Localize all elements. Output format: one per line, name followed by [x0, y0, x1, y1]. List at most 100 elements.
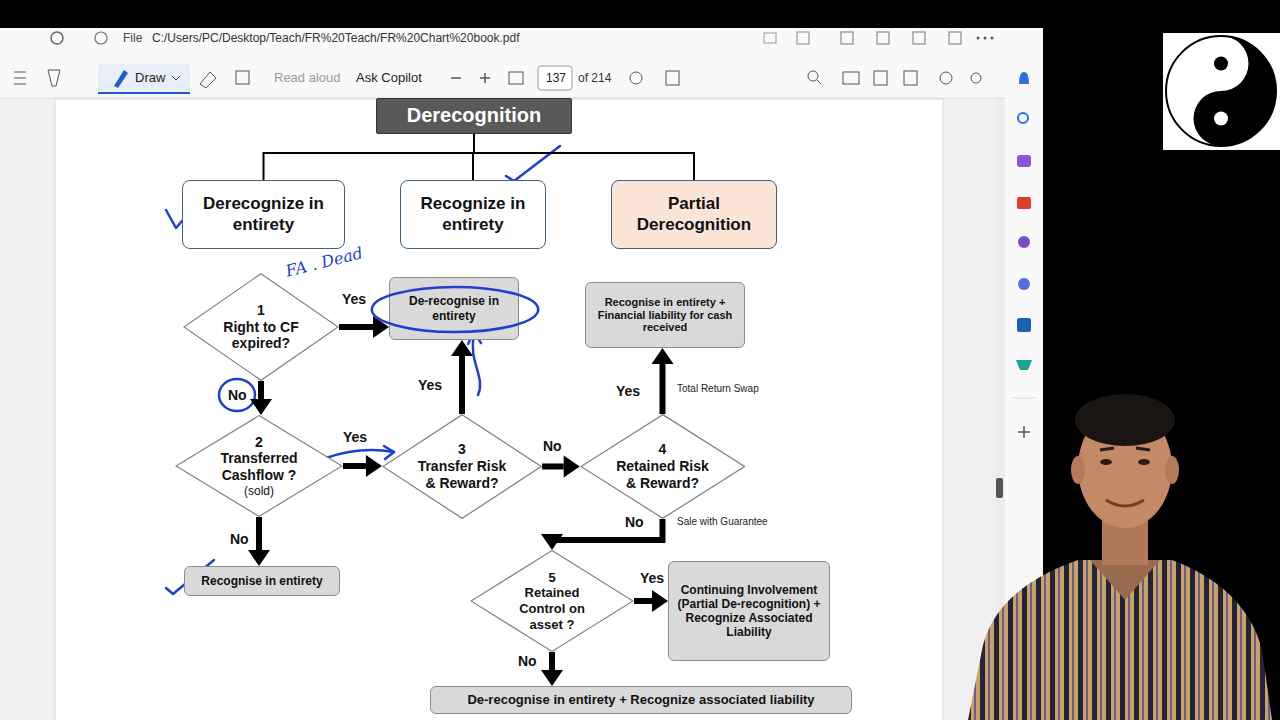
decision-diamond: 1Right to CF expired?	[183, 273, 339, 381]
node-text: (sold)	[244, 484, 274, 498]
connector-line	[634, 598, 652, 604]
sidebar-icons-part	[1018, 113, 1028, 123]
browser-chrome-part	[971, 73, 981, 83]
browser-chrome-part	[904, 71, 917, 85]
node-text: Transferred Cashflow ?	[212, 450, 306, 484]
browser-chrome-part	[843, 72, 859, 84]
handwritten-ring	[372, 287, 538, 332]
node-text: Derecognition	[407, 104, 541, 128]
note-label: Sale with Guarantee	[677, 516, 768, 527]
diamond-shape	[581, 415, 745, 519]
browser-chrome-part	[14, 78, 26, 79]
browser-chrome-part	[949, 32, 961, 44]
presenter-part	[1071, 456, 1085, 484]
step-number: 2	[255, 434, 263, 451]
node-text: Transfer Risk & Reward?	[417, 458, 507, 492]
webcam-area-part	[1214, 57, 1228, 71]
browser-chrome-part	[808, 71, 818, 81]
flow-arrow	[634, 590, 668, 612]
diamond-shape	[383, 415, 541, 519]
tree-line	[264, 134, 475, 180]
step-number: 3	[458, 441, 466, 458]
edge-label: No	[623, 514, 646, 530]
connector-line	[474, 134, 694, 180]
arrow-head	[651, 348, 673, 364]
sidebar-icons-part	[1012, 398, 1036, 399]
node-text: Recognise in entirety + Financial liabil…	[594, 296, 736, 335]
connector-line	[549, 652, 555, 670]
pdf-page-part	[996, 478, 1003, 498]
presenter-part	[1138, 459, 1150, 465]
handwritten-marks-part	[326, 450, 394, 458]
diamond-text-area: 4Retained Risk & Reward?	[616, 414, 709, 519]
diamond-text-area: 5Retained Control on asset ?	[506, 550, 598, 652]
browser-chrome-part	[666, 71, 679, 85]
browser-chrome-part	[51, 32, 63, 44]
browser-chrome-part	[764, 33, 776, 43]
presenter-part	[1100, 459, 1112, 465]
sidebar-icons-part	[1016, 360, 1032, 370]
arrow-head	[541, 670, 563, 686]
tool-label: Draw	[135, 70, 165, 85]
edge-label: Yes	[340, 291, 368, 307]
browser-chrome-part	[95, 32, 107, 44]
result-box: Recognise in entirety + Financial liabil…	[585, 282, 745, 348]
browser-chrome-part	[14, 84, 26, 85]
presenter	[968, 394, 1272, 720]
node-text: De-recognise in entirety + Recognize ass…	[467, 692, 814, 707]
diamond-text-area: 3Transfer Risk & Reward?	[417, 414, 507, 519]
tool-label: Read aloud	[274, 70, 341, 85]
connector-line	[343, 463, 366, 469]
handwritten-marks-part	[219, 379, 255, 411]
browser-chrome-part	[874, 71, 887, 85]
sidebar-icons-part	[1019, 72, 1029, 84]
flow-arrow	[651, 348, 673, 414]
arrow-head	[652, 590, 668, 612]
browser-chrome-part	[98, 92, 190, 94]
browser-chrome-part	[0, 28, 1043, 98]
result-box: Continuing Involvement (Partial De-recog…	[668, 561, 830, 661]
outcome-box: Partial Derecognition	[611, 180, 777, 249]
browser-chrome-part	[913, 32, 925, 44]
result-box: Recognise in entirety	[184, 566, 340, 596]
result-box: De-recognise in entirety + Recognize ass…	[430, 686, 852, 714]
arrow-head	[366, 455, 382, 477]
decision-diamond: 3Transfer Risk & Reward?	[382, 414, 542, 519]
node-text: Recognise in entirety	[201, 574, 322, 588]
diamond-text-area: 1Right to CF expired?	[217, 273, 304, 381]
presenter-part	[1090, 560, 1160, 600]
flow-arrow	[542, 455, 580, 477]
node-text: Recognize in entirety	[409, 194, 537, 234]
edge-label: Yes	[638, 570, 666, 586]
node-text: Right to CF expired?	[217, 319, 304, 353]
diamond-shape	[184, 274, 338, 381]
connector-line	[264, 134, 475, 180]
browser-chrome-part	[797, 32, 809, 44]
node-text: Derecognize in entirety	[191, 194, 336, 234]
header-box: Derecognition	[376, 98, 572, 134]
browser-chrome-part	[940, 72, 952, 84]
tree-line	[474, 134, 694, 180]
browser-chrome-part	[877, 32, 889, 44]
handwritten-marks-part	[506, 146, 560, 181]
presenter-part	[1165, 456, 1179, 484]
browser-chrome-part	[451, 77, 461, 79]
browser-chrome-part	[14, 72, 26, 73]
sidebar-icons-part	[1017, 155, 1031, 167]
menu-label: File	[123, 31, 142, 45]
flow-arrow	[248, 517, 270, 566]
page-count: of 214	[578, 71, 611, 85]
node-text: Retained Risk & Reward?	[616, 458, 709, 492]
webcam-area-part	[1163, 33, 1280, 150]
arrow-head	[564, 455, 580, 477]
diamond-shape	[176, 416, 342, 517]
decision-diamond: 5Retained Control on asset ?	[470, 550, 634, 652]
handwritten-marks	[166, 146, 560, 594]
browser-chrome-part	[98, 64, 190, 94]
handwritten-marks-part	[384, 446, 394, 459]
node-text: Retained Control on asset ?	[506, 585, 598, 632]
